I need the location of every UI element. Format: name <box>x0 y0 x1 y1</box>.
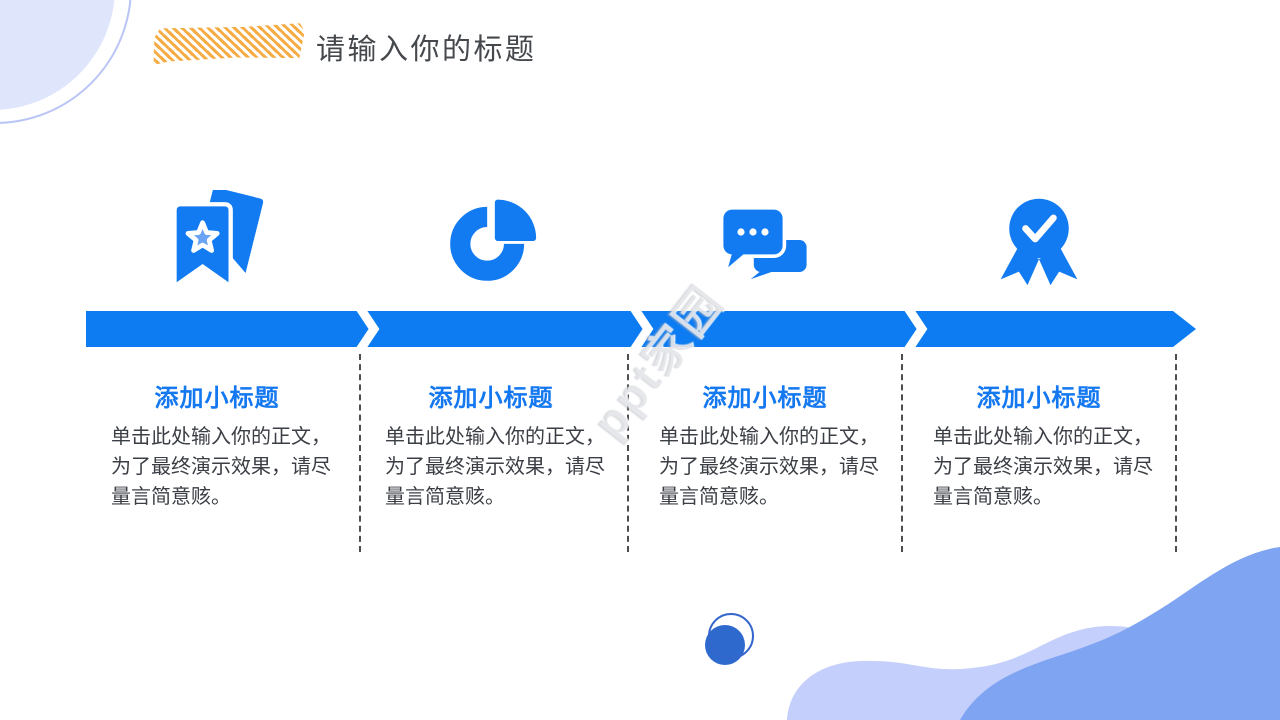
step-body[interactable]: 单击此处输入你的正文， 为了最终演示效果，请尽 量言简意赅。 <box>638 422 892 512</box>
chevron-separator-2 <box>628 307 654 351</box>
body-line: 量言简意赅。 <box>111 486 231 508</box>
body-line: 单击此处输入你的正文， <box>933 426 1153 448</box>
step-heading[interactable]: 添加小标题 <box>428 385 554 412</box>
step-heading[interactable]: 添加小标题 <box>154 385 280 412</box>
page-title[interactable]: 请输入你的标题 <box>316 34 537 66</box>
body-line: 单击此处输入你的正文， <box>111 426 331 448</box>
chat-bubbles-icon <box>717 190 813 290</box>
step-body[interactable]: 单击此处输入你的正文， 为了最终演示效果，请尽 量言简意赅。 <box>364 422 618 512</box>
dashed-divider <box>359 354 361 552</box>
body-line: 单击此处输入你的正文， <box>659 426 879 448</box>
pie-chart-icon <box>443 190 539 290</box>
body-line: 为了最终演示效果，请尽 <box>933 456 1153 478</box>
body-line: 为了最终演示效果，请尽 <box>385 456 605 478</box>
dashed-divider <box>627 354 629 552</box>
step-body[interactable]: 单击此处输入你的正文， 为了最终演示效果，请尽 量言简意赅。 <box>90 422 344 512</box>
step-heading[interactable]: 添加小标题 <box>702 385 828 412</box>
body-line: 单击此处输入你的正文， <box>385 426 605 448</box>
dashed-divider <box>901 354 903 552</box>
body-line: 量言简意赅。 <box>933 486 1053 508</box>
chevron-separator-1 <box>354 307 380 351</box>
medal-check-icon <box>991 190 1087 290</box>
body-line: 为了最终演示效果，请尽 <box>111 456 331 478</box>
dashed-divider <box>1175 354 1177 552</box>
body-line: 量言简意赅。 <box>659 486 779 508</box>
bottom-circle-ring <box>708 613 754 659</box>
chevron-separator-3 <box>902 307 928 351</box>
step-heading[interactable]: 添加小标题 <box>976 385 1102 412</box>
step-4: 添加小标题 单击此处输入你的正文， 为了最终演示效果，请尽 量言简意赅。 <box>912 190 1166 512</box>
process-arrow-bar <box>86 307 1196 351</box>
body-line: 量言简意赅。 <box>385 486 505 508</box>
step-body[interactable]: 单击此处输入你的正文， 为了最终演示效果，请尽 量言简意赅。 <box>912 422 1166 512</box>
step-3: 添加小标题 单击此处输入你的正文， 为了最终演示效果，请尽 量言简意赅。 <box>638 190 892 512</box>
step-2: 添加小标题 单击此处输入你的正文， 为了最终演示效果，请尽 量言简意赅。 <box>364 190 618 512</box>
bookmark-star-icon <box>169 190 265 290</box>
step-1: 添加小标题 单击此处输入你的正文， 为了最终演示效果，请尽 量言简意赅。 <box>90 190 344 512</box>
wave-decoration <box>787 547 1280 720</box>
body-line: 为了最终演示效果，请尽 <box>659 456 879 478</box>
hatch-decoration <box>153 23 306 65</box>
